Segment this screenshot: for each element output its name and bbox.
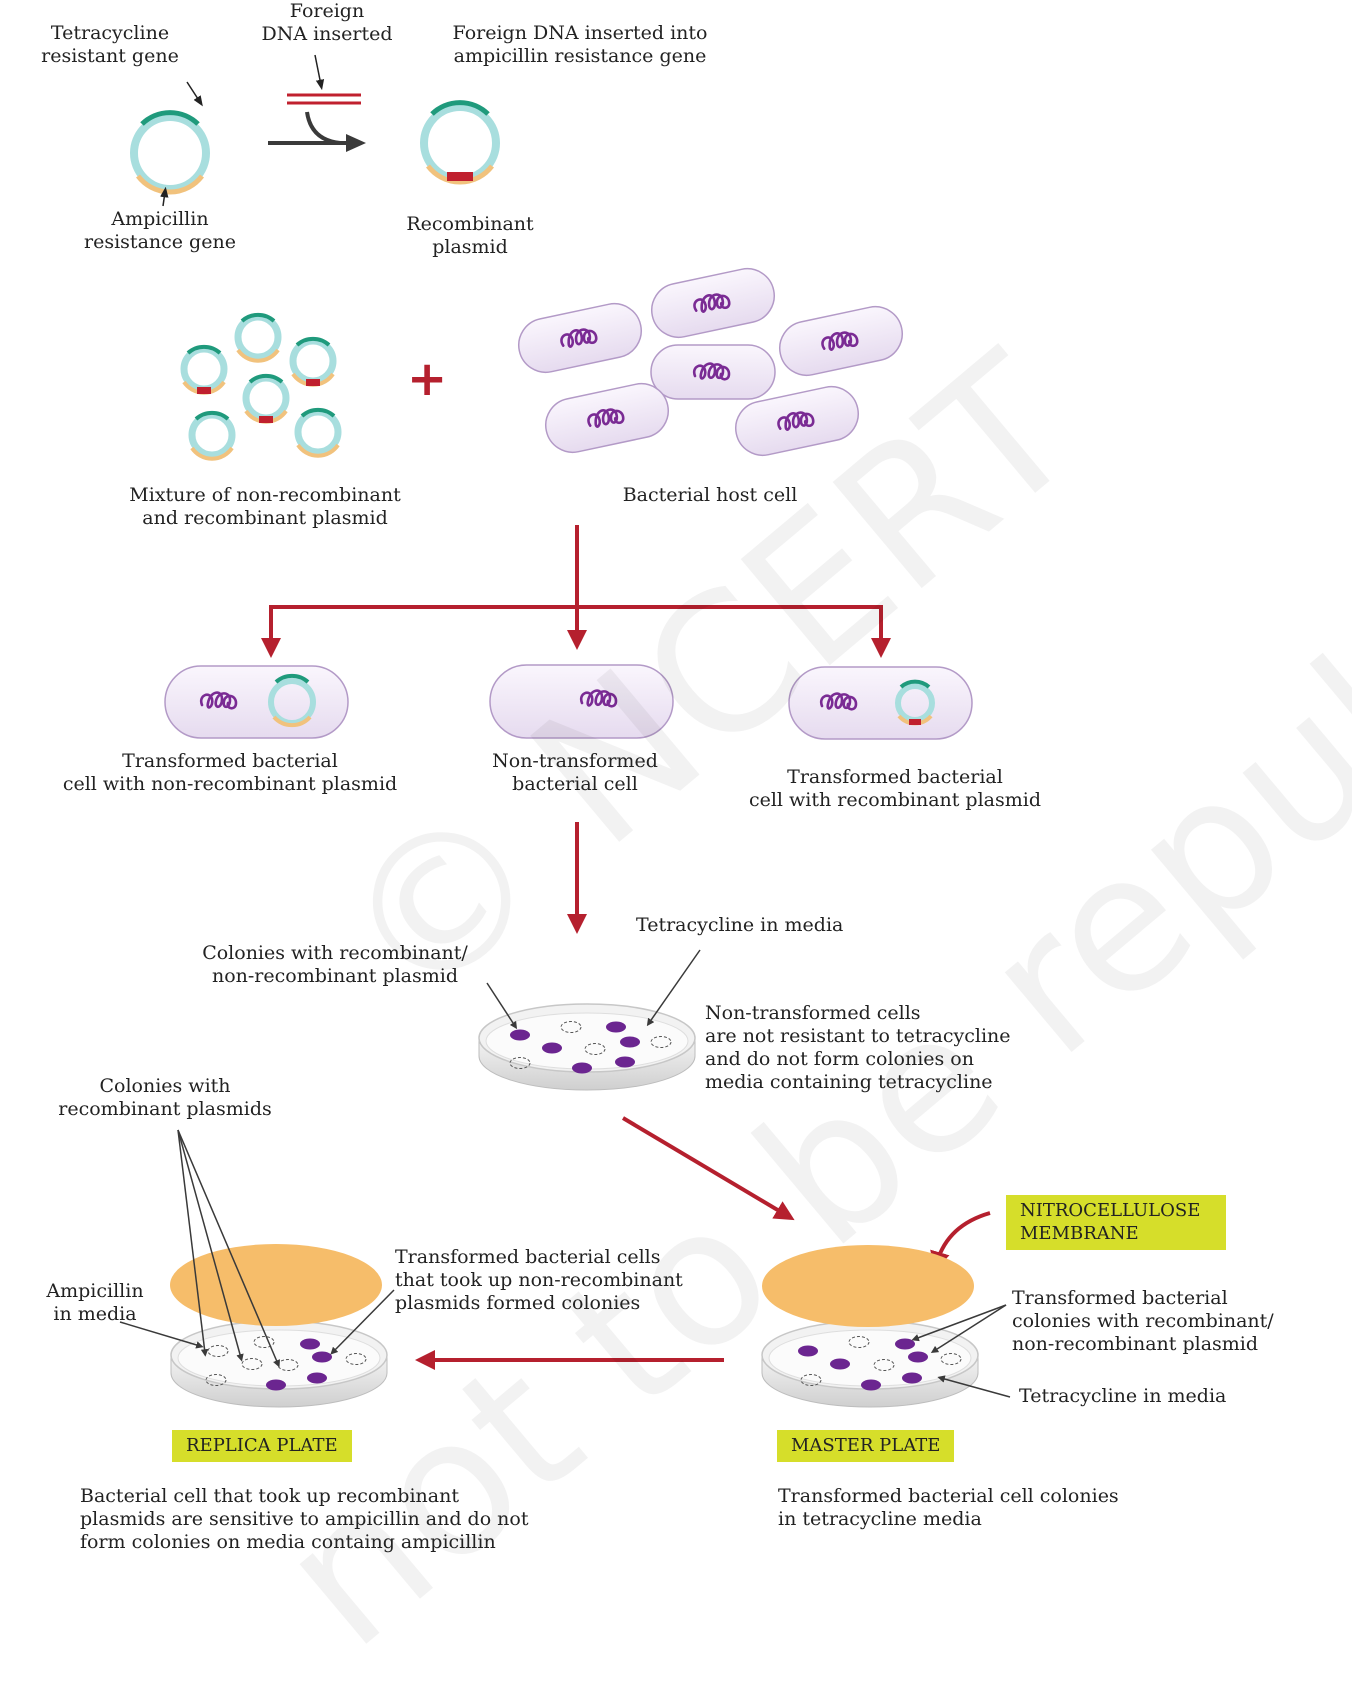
label-colonies-mixed: Colonies with recombinant/ non-recombina… <box>202 942 468 987</box>
cell-transformed-recombinant <box>788 666 973 740</box>
host-cell <box>545 382 669 454</box>
plus-sign: + <box>407 351 447 407</box>
plasmid-recombinant-small <box>242 373 290 424</box>
empty-spot <box>277 1359 299 1371</box>
label-non-transformed: Non-transformed bacterial cell <box>492 750 658 795</box>
empty-spot <box>241 1358 263 1370</box>
tag-nitrocellulose-membrane: NITROCELLULOSE MEMBRANE <box>1006 1195 1226 1250</box>
empty-spot <box>650 1036 672 1048</box>
host-cell <box>735 385 859 457</box>
master-plate-dish <box>761 1320 979 1408</box>
colony <box>572 1062 592 1074</box>
empty-spot <box>207 1345 229 1357</box>
empty-spot <box>205 1374 227 1386</box>
recombinant-selection-diagram: + <box>119 54 1011 1408</box>
label-non-transformed-note: Non-transformed cells are not resistant … <box>705 1002 1011 1093</box>
label-master-colonies: Transformed bacterial colonies with reco… <box>1012 1287 1274 1355</box>
colony <box>620 1036 640 1048</box>
empty-spot <box>509 1057 531 1069</box>
label-master-caption: Transformed bacterial cell colonies in t… <box>778 1485 1119 1530</box>
colony <box>312 1351 332 1363</box>
colony <box>606 1021 626 1033</box>
chromosomal-dna <box>821 331 859 351</box>
empty-spot <box>940 1353 962 1365</box>
colony <box>895 1338 915 1350</box>
cell-non-transformed <box>489 664 674 739</box>
label-foreign-dna: Foreign DNA inserted <box>261 0 393 45</box>
label-mixture: Mixture of non-recombinant and recombina… <box>129 484 401 529</box>
chromosomal-dna <box>693 293 731 313</box>
label-tetracycline-media-master: Tetracycline in media <box>1019 1385 1227 1407</box>
empty-spot <box>848 1336 870 1348</box>
membrane-master <box>762 1245 974 1327</box>
flow-branch-arrows <box>261 525 991 1370</box>
chromosomal-dna <box>777 411 815 431</box>
chromosomal-dna <box>819 692 858 711</box>
colony <box>542 1042 562 1054</box>
pointer-foreign-dna <box>314 54 325 91</box>
label-took-nonrecombinant: Transformed bacterial cells that took up… <box>395 1246 683 1314</box>
label-ampicillin-gene: Ampicillin resistance gene <box>84 208 236 253</box>
plasmid-nonrecombinant-small <box>234 312 282 363</box>
colony <box>615 1056 635 1068</box>
colony <box>307 1372 327 1384</box>
plasmid-original <box>130 110 210 195</box>
plasmid-recombinant <box>420 100 500 185</box>
colony <box>300 1338 320 1350</box>
empty-spot <box>584 1043 606 1055</box>
plasmid-nonrecombinant-small <box>294 407 342 458</box>
cell-transformed-nonrecombinant <box>164 665 349 739</box>
label-colonies-recombinant: Colonies with recombinant plasmids <box>58 1075 272 1120</box>
colony <box>830 1358 850 1370</box>
colony <box>861 1379 881 1391</box>
label-foreign-into-amp: Foreign DNA inserted into ampicillin res… <box>452 22 708 67</box>
pointer-tet-gene <box>186 81 203 107</box>
petri-dish-tetracycline <box>478 1003 696 1091</box>
chromosomal-dna <box>579 689 618 708</box>
plasmid-mixture <box>180 312 342 461</box>
colony <box>266 1379 286 1391</box>
foreign-dna-insert <box>287 93 361 105</box>
label-recombinant-plasmid: Recombinant plasmid <box>406 213 534 258</box>
empty-spot <box>253 1336 275 1348</box>
host-cell <box>518 302 642 374</box>
colony <box>798 1345 818 1357</box>
replica-plate-dish <box>170 1320 388 1408</box>
tag-replica-plate: REPLICA PLATE <box>172 1430 352 1462</box>
membrane-replica <box>170 1244 382 1326</box>
label-tetracycline-media-top: Tetracycline in media <box>636 914 844 936</box>
empty-spot <box>873 1359 895 1371</box>
label-transformed-recombinant: Transformed bacterial cell with recombin… <box>748 766 1042 811</box>
chromosomal-dna <box>560 328 598 348</box>
host-cell <box>650 344 776 400</box>
annotation-pointers <box>119 949 1011 1398</box>
empty-spot <box>345 1353 367 1365</box>
colony <box>510 1029 530 1041</box>
colony <box>902 1372 922 1384</box>
chromosomal-dna <box>692 362 731 381</box>
label-transformed-nonrecombinant: Transformed bacterial cell with non-reco… <box>62 750 398 795</box>
label-ampicillin-media: Ampicillin in media <box>46 1280 144 1325</box>
host-cell <box>779 305 903 377</box>
empty-spot <box>560 1021 582 1033</box>
plasmid-recombinant-small <box>289 336 337 387</box>
plasmid-nonrecombinant-small <box>188 410 236 461</box>
tag-master-plate: MASTER PLATE <box>777 1430 955 1462</box>
chromosomal-dna <box>587 408 625 428</box>
plasmid-recombinant-small <box>180 344 228 395</box>
label-tetracycline-gene: Tetracycline resistant gene <box>41 22 179 67</box>
host-cell <box>651 267 775 339</box>
bacterial-host-cells <box>518 267 903 457</box>
empty-spot <box>800 1374 822 1386</box>
colony <box>908 1351 928 1363</box>
ligation-arrow <box>268 111 366 152</box>
label-replica-caption: Bacterial cell that took up recombinant … <box>80 1485 529 1553</box>
chromosomal-dna <box>199 691 238 710</box>
label-host-cell: Bacterial host cell <box>622 484 798 506</box>
pointer-amp-gene <box>160 186 169 207</box>
